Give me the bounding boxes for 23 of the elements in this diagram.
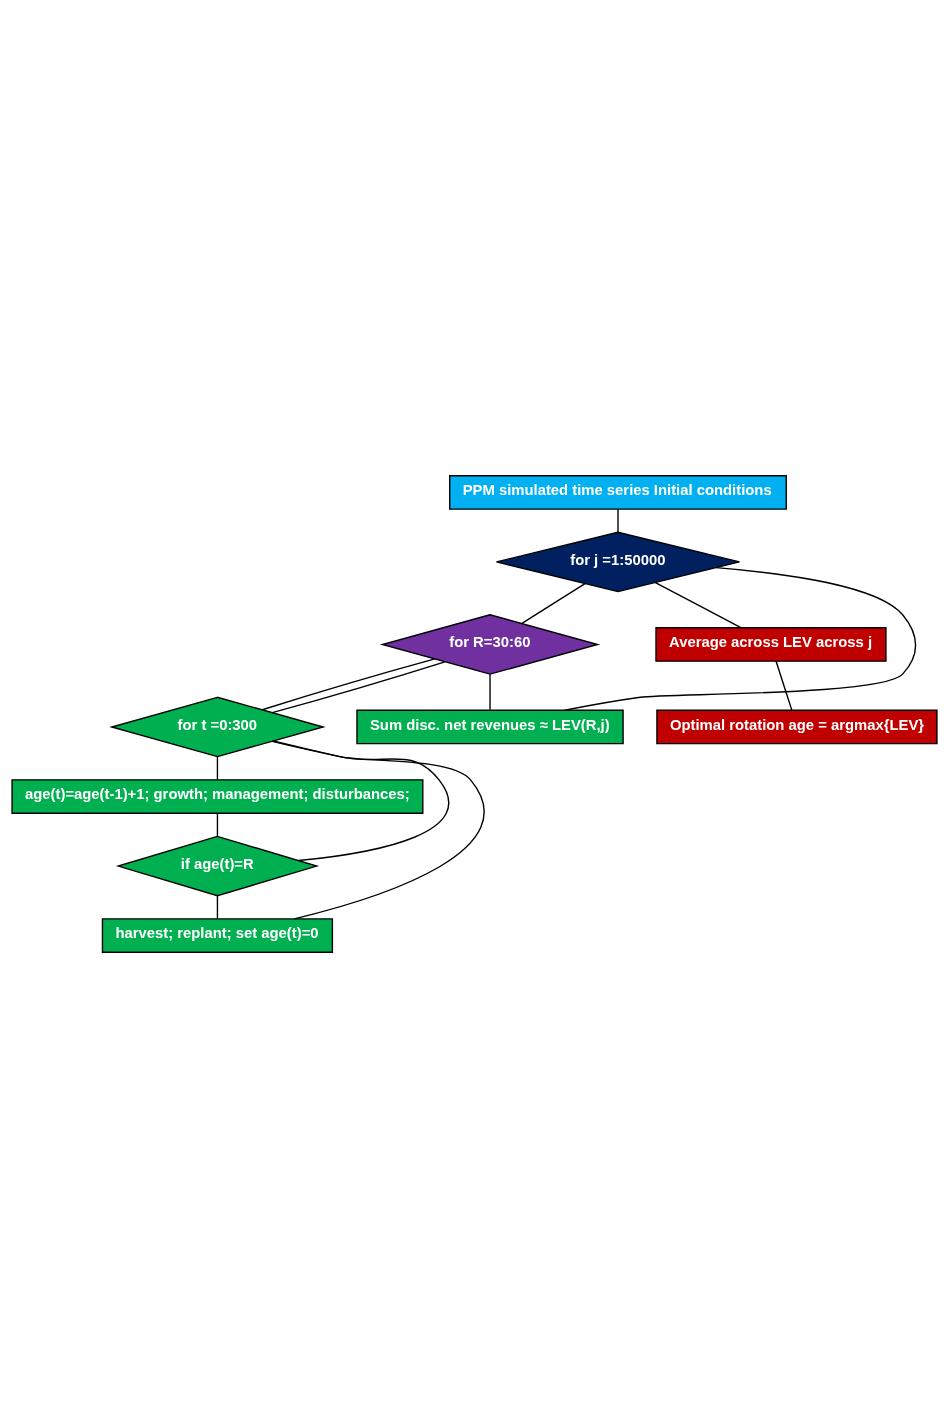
node-box: harvest; replant; set age(t)=0	[101, 917, 334, 953]
node-box: Optimal rotation age = argmax{LEV}	[656, 709, 938, 744]
connector	[271, 740, 485, 920]
connector	[272, 739, 450, 861]
connector	[261, 657, 436, 710]
node-diamond: if age(t)=R	[115, 835, 320, 896]
node-diamond: for t =0:300	[109, 696, 326, 757]
node-box: age(t)=age(t-1)+1; growth; management; disturbances;	[11, 778, 424, 814]
connector	[489, 673, 491, 711]
connector	[216, 894, 219, 919]
connector	[775, 660, 793, 711]
connector	[563, 566, 917, 711]
node-box: Average across LEV across j	[655, 626, 887, 662]
connector	[654, 581, 742, 628]
node-box: Sum disc. net revenues ≈ LEV(R,j)	[356, 709, 624, 744]
node-diamond: for j =1:50000	[495, 531, 741, 592]
connector	[216, 812, 219, 837]
connector	[216, 755, 219, 780]
node-diamond: for R=30:60	[379, 613, 601, 675]
connector	[617, 508, 619, 533]
connector	[271, 660, 446, 713]
node-box: PPM simulated time series Initial conditions	[449, 474, 787, 510]
connector	[521, 582, 586, 624]
